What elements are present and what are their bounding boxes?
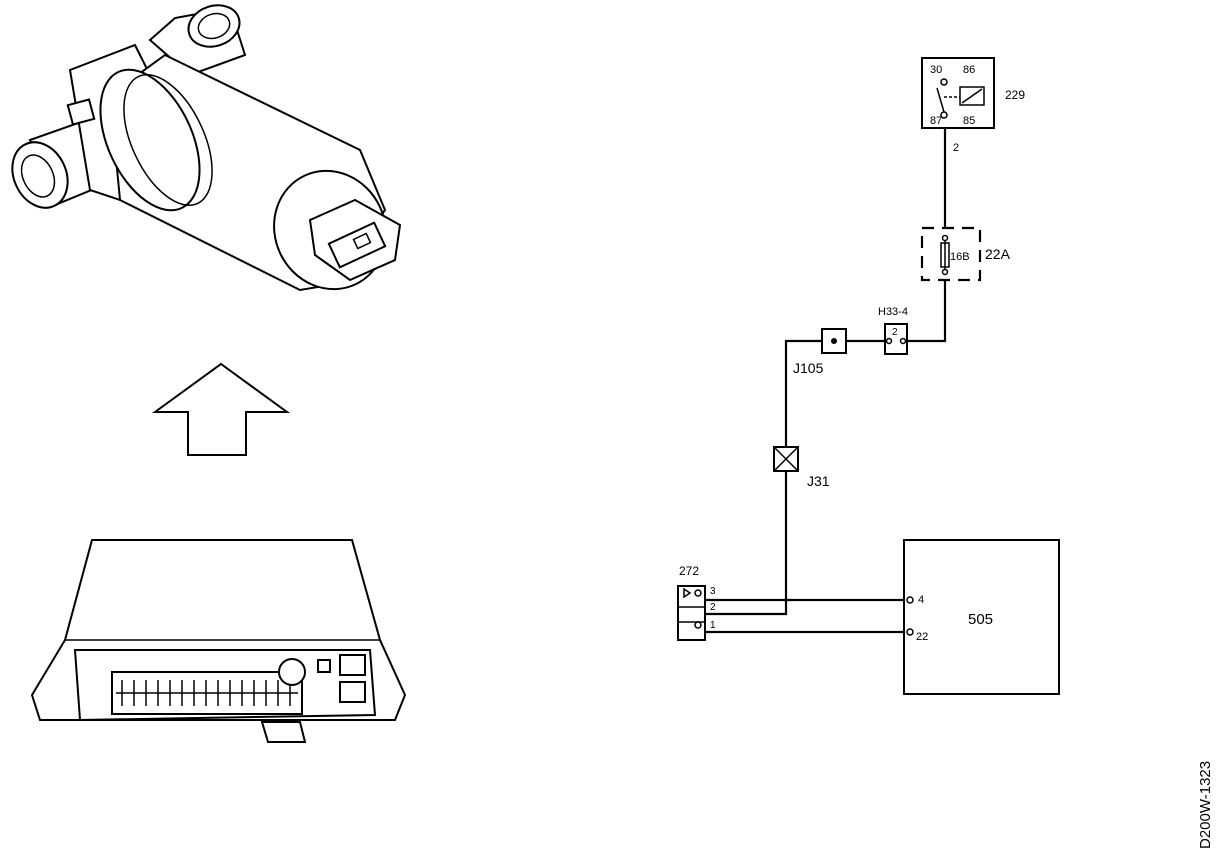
idle-air-valve-illustration xyxy=(11,4,402,292)
connector-h33-pin: 2 xyxy=(892,327,898,338)
module-505-pin-22: 22 xyxy=(916,631,928,643)
connector-272-pin-1: 1 xyxy=(710,620,716,631)
connector-272-pin-3: 3 xyxy=(710,586,716,597)
wire-label-2: 2 xyxy=(953,142,959,154)
fuse-rating: 16B xyxy=(950,251,970,263)
module-505-pin-4: 4 xyxy=(918,594,924,606)
connector-272-label: 272 xyxy=(679,564,699,578)
splice-j105-label: J105 xyxy=(793,360,824,376)
relay-pin-87: 87 xyxy=(930,115,942,127)
control-module-illustration xyxy=(30,539,407,743)
module-505-label: 505 xyxy=(968,611,993,628)
splice-j31: J31 xyxy=(773,446,830,489)
relay-label: 229 xyxy=(1005,88,1025,102)
relay-pin-86: 86 xyxy=(963,64,975,76)
wires xyxy=(703,128,947,634)
relay-229: 30 86 87 85 229 xyxy=(921,57,1025,129)
relay-pin-85: 85 xyxy=(963,115,975,127)
splice-j105: J105 xyxy=(793,328,847,376)
fuse-label: 22A xyxy=(985,246,1011,262)
module-505: 4 22 505 xyxy=(903,539,1060,695)
connector-272: 272 3 2 1 xyxy=(677,564,716,641)
up-arrow-icon xyxy=(151,362,291,456)
relay-pin-30: 30 xyxy=(930,64,942,76)
fuse-22A: 16B 22A xyxy=(920,226,1011,282)
drawing-code: D200W-1323 xyxy=(1197,761,1214,849)
connector-272-pin-2: 2 xyxy=(710,602,716,613)
connector-h33-label: H33-4 xyxy=(878,306,908,318)
connector-h33-4: H33-4 2 xyxy=(878,306,908,355)
splice-j31-label: J31 xyxy=(807,473,830,489)
